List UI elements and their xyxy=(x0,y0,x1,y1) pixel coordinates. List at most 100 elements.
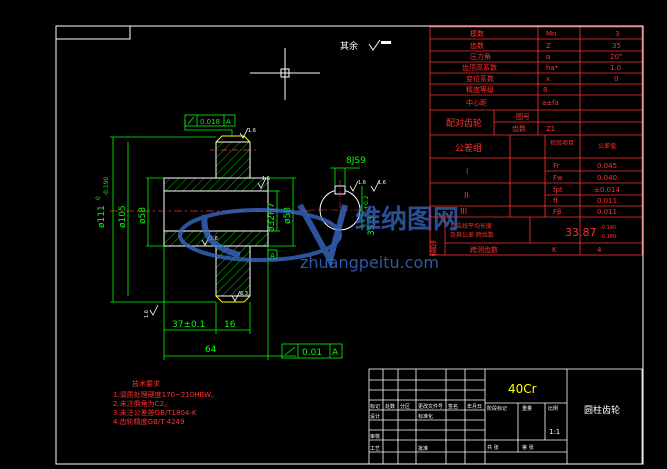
tb-label-8: 阶段标记 xyxy=(487,405,507,412)
tol-ii-val-0: ±0.014 xyxy=(594,186,620,194)
param-val-2: 20° xyxy=(610,53,622,61)
span-label-2: 及其公差 跨齿数 xyxy=(450,231,494,239)
tb-label-14: 共 张 xyxy=(487,444,499,451)
keyway-depth-dim: 35.3 xyxy=(367,216,377,236)
tb-label-13: 批准 xyxy=(418,445,428,452)
param-val-0: 3 xyxy=(615,30,619,38)
roughness-6: 6.3 xyxy=(240,291,248,297)
top-left-code-box xyxy=(55,25,131,40)
roughness-4: 1.6 xyxy=(144,310,150,318)
param-name-3: 齿顶高系数 xyxy=(462,63,497,72)
dim-d32h7: ø32H7 xyxy=(267,203,277,232)
mating-gear-row2-sym: Z1 xyxy=(546,125,555,133)
tol-value-header: 公差值 xyxy=(598,142,616,150)
tol-i-val-0: 0.045 xyxy=(597,162,617,170)
tb-scale: 1:1 xyxy=(549,428,560,436)
span-tol-bot: -0.189 xyxy=(600,234,616,240)
param-name-6: 中心距 xyxy=(466,98,487,107)
tol-ii-sym-1: ff xyxy=(553,197,558,205)
tb-label-2: 分区 xyxy=(400,403,410,410)
span-count-label: 跨测齿数 xyxy=(470,245,498,254)
span-value: 33.87 xyxy=(565,226,597,239)
span-side-label: 齿厚 xyxy=(429,240,438,257)
dim-outer-diameter: ø111 xyxy=(97,205,107,228)
roughness-7: 1.6 xyxy=(378,180,386,186)
title-block xyxy=(368,368,643,465)
param-val-3: 1.0 xyxy=(610,64,621,72)
tol-group-iii: III xyxy=(460,207,467,216)
tb-label-12: 工艺 xyxy=(370,446,380,452)
watermark-logo xyxy=(178,203,348,268)
param-val-5: 8 xyxy=(543,86,547,94)
watermark-cn: 维纳图网 xyxy=(355,204,459,235)
tol-group-header: 公差组 xyxy=(455,142,482,154)
mating-gear-label: 配对齿轮 xyxy=(446,117,482,129)
param-sym-4: x xyxy=(546,75,550,83)
param-name-0: 模数 xyxy=(470,29,484,38)
tb-label-6: 设计 xyxy=(370,413,380,420)
tb-part-name: 圆柱齿轮 xyxy=(584,404,620,416)
span-label-1: 公法线平均长度 xyxy=(450,222,492,230)
param-name-5: 精度等级 xyxy=(466,85,494,94)
datum-a-label: A xyxy=(270,252,275,260)
roughness-3: 1.6 xyxy=(262,176,270,182)
param-sym-0: Mn xyxy=(546,30,556,38)
dim-outer-diameter-tol-bot: -0.190 xyxy=(103,176,110,196)
param-name-1: 齿数 xyxy=(470,41,484,50)
tol-ii-sym-0: fpt xyxy=(553,186,563,194)
drawing-border xyxy=(55,25,644,465)
dim-len-37: 37±0.1 xyxy=(172,320,205,330)
runout-top-datum: A xyxy=(226,118,231,126)
runout-tolerance-top: 0.018 A xyxy=(184,114,236,127)
dim-outer-diameter-tol-top: 0 xyxy=(95,196,102,200)
span-tol-top: -0.140 xyxy=(600,225,616,231)
keyway-width-dim: 8JS9 xyxy=(346,156,366,166)
notes-line-2: 2.未注倒角为C2。 xyxy=(113,399,171,408)
tol-ii-val-1: 0.011 xyxy=(597,197,617,205)
tol-iii-sym-0: Fβ xyxy=(553,208,562,216)
tol-group-i: I xyxy=(466,167,468,176)
tol-i-sym-1: Fw xyxy=(553,174,563,182)
tb-label-11: 审核 xyxy=(370,433,380,440)
mating-gear-row1: 图号 xyxy=(516,113,530,121)
param-name-4: 变位系数 xyxy=(466,74,494,83)
dim-len-64: 64 xyxy=(205,345,217,355)
param-sym-2: α xyxy=(546,53,551,61)
tol-i-sym-0: Fr xyxy=(553,162,560,170)
span-count-val: 4 xyxy=(597,246,602,254)
watermark-url: zhuangpeitu.com xyxy=(300,253,439,272)
roughness-1: 1.6 xyxy=(248,128,256,134)
dim-d105: ø105 xyxy=(118,205,128,228)
tol-item-header: 检验项目 xyxy=(550,139,574,147)
technical-requirements: 技术要求 1.调质处理硬度170~210HBW。 2.未注倒角为C2。 3.未注… xyxy=(113,379,218,426)
gear-dimensions xyxy=(110,120,296,360)
param-name-2: 压力角 xyxy=(470,52,491,61)
tb-label-5: 年月日 xyxy=(467,403,482,410)
tb-label-10: 比例 xyxy=(548,405,558,412)
tol-iii-val-0: 0.011 xyxy=(597,208,617,216)
notes-line-3: 3.未注公差按GB/T1804-K xyxy=(113,408,197,417)
runout-top-value: 0.018 xyxy=(200,118,220,126)
mating-gear-row2: 齿数 xyxy=(512,124,526,133)
param-sym-1: Z xyxy=(546,42,551,50)
runout-bottom-datum: A xyxy=(332,348,339,358)
tb-label-4: 签名 xyxy=(448,403,458,410)
rest-roughness-label: 其余 xyxy=(340,40,358,52)
tb-label-7: 标准化 xyxy=(418,413,433,420)
notes-title: 技术要求 xyxy=(132,379,160,388)
center-crosshair xyxy=(250,48,320,100)
tb-label-0: 标记 xyxy=(370,403,380,410)
gear-parameter-table xyxy=(429,26,643,256)
tb-label-15: 第 张 xyxy=(522,444,534,451)
param-sym-6: a±fa xyxy=(542,99,559,107)
param-val-1: 35 xyxy=(612,42,621,50)
rest-roughness-symbol xyxy=(368,39,391,51)
param-sym-3: ha* xyxy=(546,64,559,72)
param-val-4: 0 xyxy=(614,75,618,83)
tol-group-ii: II xyxy=(464,191,469,200)
notes-line-1: 1.调质处理硬度170~210HBW。 xyxy=(113,390,218,399)
tol-i-val-1: 0.040 xyxy=(597,174,617,182)
span-count-sym: K xyxy=(552,246,557,254)
runout-bottom-value: 0.01 xyxy=(302,348,322,358)
